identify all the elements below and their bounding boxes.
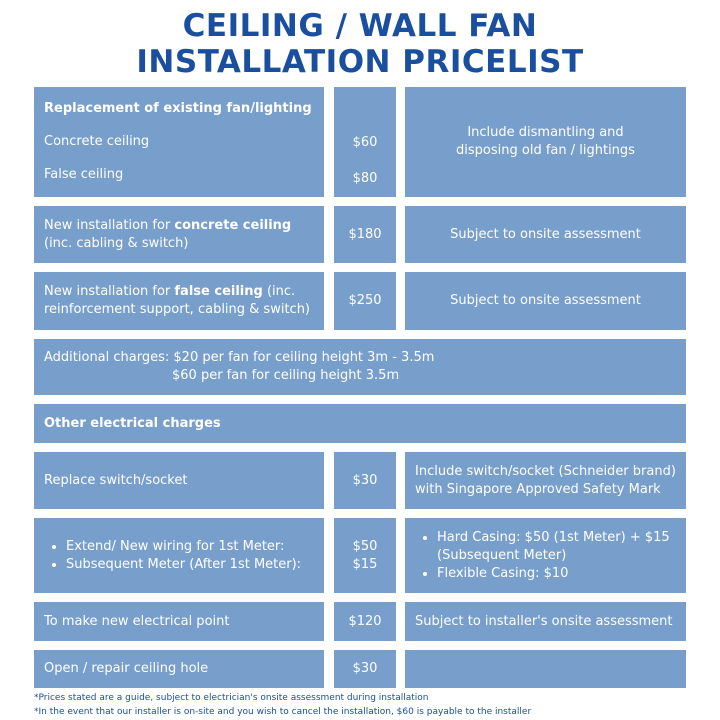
replacement-heading: Replacement of existing fan/lighting: [44, 101, 312, 117]
page-subtitle: INSTALLATION PRICELIST: [136, 44, 584, 80]
point-label: To make new electrical point: [34, 602, 324, 641]
hole-label: Open / repair ceiling hole: [34, 650, 324, 688]
price: $250: [334, 272, 396, 330]
replacement-prices: $60 $80: [334, 87, 396, 197]
empty-note: [405, 650, 686, 688]
price: $50: [352, 538, 378, 554]
text: New installation for: [44, 217, 175, 233]
list-item: Subsequent Meter (After 1st Meter):: [66, 556, 314, 574]
additional-charges: Additional charges: $20 per fan for ceil…: [34, 339, 686, 395]
text-bold: false ceiling: [174, 284, 263, 299]
note: Subject to onsite assessment: [405, 206, 686, 263]
text: New installation for: [44, 284, 175, 299]
price: $15: [352, 556, 378, 572]
price: $80: [352, 171, 378, 186]
switch-label: Replace switch/socket: [34, 452, 324, 509]
list-item: Extend/ New wiring for 1st Meter:: [66, 538, 314, 556]
other-heading: Other electrical charges: [34, 404, 686, 443]
footnote: *Prices stated are a guide, subject to e…: [34, 693, 429, 703]
price: $30: [334, 650, 396, 688]
wiring-notes: Hard Casing: $50 (1st Meter) + $15 (Subs…: [405, 518, 686, 593]
text: (inc. cabling & switch): [44, 235, 189, 251]
false-install-label: New installation for false ceiling (inc.…: [34, 272, 324, 330]
concrete-ceiling-label: Concrete ceiling: [44, 133, 150, 149]
list-item: Hard Casing: $50 (1st Meter) + $15 (Subs…: [437, 529, 676, 565]
note: Include switch/socket (Schneider brand) …: [405, 452, 686, 509]
replacement-cell: Replacement of existing fan/lighting Con…: [34, 87, 324, 197]
replacement-note: Include dismantling and disposing old fa…: [405, 87, 686, 197]
footnote: *In the event that our installer is on-s…: [34, 707, 532, 717]
price: $180: [334, 206, 396, 263]
concrete-install-label: New installation for concrete ceiling (i…: [34, 206, 324, 263]
price: $120: [334, 602, 396, 641]
list-item: Flexible Casing: $10: [437, 565, 676, 583]
text-bold: concrete ceiling: [174, 217, 292, 233]
text: $60 per fan for ceiling height 3.5m: [172, 368, 400, 383]
wiring-prices: $50 $15: [334, 518, 396, 593]
price: $30: [334, 452, 396, 509]
text: (inc. reinforcement support, cabling & s…: [44, 284, 311, 317]
note: Subject to installer's onsite assessment: [405, 602, 686, 641]
page-title: CEILING / WALL FAN: [182, 8, 538, 44]
note: Subject to onsite assessment: [405, 272, 686, 330]
wiring-label: Extend/ New wiring for 1st Meter: Subseq…: [34, 518, 324, 593]
false-ceiling-label: False ceiling: [44, 166, 124, 182]
text: Additional charges: $20 per fan for ceil…: [44, 350, 435, 365]
price: $60: [352, 135, 378, 150]
